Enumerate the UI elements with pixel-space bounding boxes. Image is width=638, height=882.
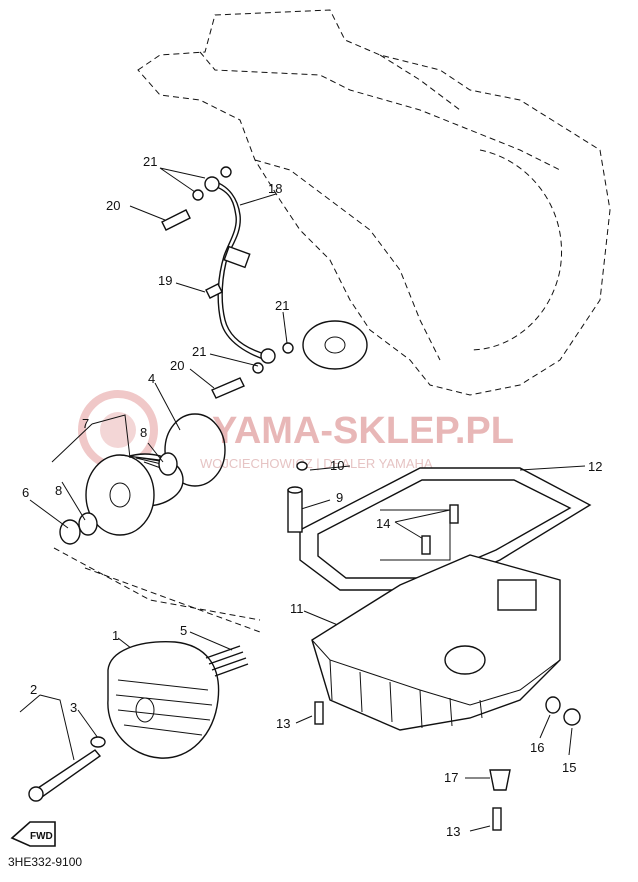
- callout-5: 5: [180, 623, 187, 638]
- fwd-arrow: FWD: [10, 821, 56, 847]
- dowel-pin-14b: [421, 535, 431, 555]
- watermark: YAMA-SKLEP.PL WOJCIECHOWICZ | DEALER YAM…: [78, 390, 514, 471]
- oil-filter-group: [59, 452, 184, 545]
- o-ring-4: [164, 413, 226, 487]
- copper-washer: [252, 362, 264, 374]
- callout-20: 20: [170, 358, 184, 373]
- fasteners-upper: [161, 166, 294, 399]
- watermark-text: YAMA-SKLEP.PL: [212, 410, 514, 452]
- oil-pan: [311, 554, 561, 731]
- watermark-subtext: WOJCIECHOWICZ | DEALER YAMAHA: [200, 456, 433, 471]
- filter-mount-area: [164, 320, 368, 487]
- leader-lines: [19, 167, 586, 832]
- copper-washer: [192, 189, 204, 201]
- filter-cover-group: [28, 641, 249, 802]
- oil-strainer-9: [287, 489, 303, 533]
- watermark-logo-core: [100, 412, 136, 448]
- diagram-code: 3HE332-9100: [8, 855, 82, 869]
- drain-plug-15: [563, 708, 581, 726]
- oil-delivery-pipe: [204, 176, 276, 364]
- washer-8-upper: [158, 452, 178, 476]
- spring-5: [205, 645, 249, 677]
- callout-13: 13: [446, 824, 460, 839]
- callout-7: 7: [82, 416, 89, 431]
- callout-17: 17: [444, 770, 458, 785]
- callout-18: 18: [268, 181, 282, 196]
- oil-pan-fasteners: [314, 696, 581, 831]
- washer-8-lower: [78, 512, 98, 536]
- callout-2: 2: [30, 682, 37, 697]
- callout-8: 8: [140, 425, 147, 440]
- pipe-bracket: [223, 245, 251, 269]
- fwd-label: FWD: [30, 831, 53, 842]
- callout-11: 11: [290, 601, 304, 616]
- bolt-19: [205, 283, 223, 299]
- copper-washer: [220, 166, 232, 178]
- callout-3: 3: [70, 700, 77, 715]
- small-parts: [287, 461, 459, 555]
- bolt-13-lower: [492, 807, 502, 831]
- callout-13: 13: [276, 716, 290, 731]
- callout-20: 20: [106, 198, 120, 213]
- oil-pan-boss: [444, 645, 486, 675]
- callout-10: 10: [330, 458, 344, 473]
- callout-14: 14: [376, 516, 390, 531]
- union-bolt-fitting-bottom: [260, 348, 276, 364]
- callout-1: 1: [112, 628, 119, 643]
- bolt-20-lower: [211, 377, 245, 399]
- callout-6: 6: [22, 485, 29, 500]
- callout-12: 12: [588, 459, 602, 474]
- callout-16: 16: [530, 740, 544, 755]
- copper-washer: [282, 342, 294, 354]
- o-ring-10: [296, 461, 308, 471]
- callout-21: 21: [143, 154, 157, 169]
- callout-15: 15: [562, 760, 576, 775]
- callout-21: 21: [275, 298, 289, 313]
- gasket-16: [545, 696, 561, 714]
- callout-21: 21: [192, 344, 206, 359]
- bolt-13-upper: [314, 701, 324, 725]
- callout-9: 9: [336, 490, 343, 505]
- washer-6: [59, 519, 81, 545]
- callout-labels: 21 20 18 19 21 21 20 4 7 8 8 6 10 9 12 1…: [22, 154, 602, 839]
- o-ring-3: [90, 736, 106, 748]
- callout-19: 19: [158, 273, 172, 288]
- bolt-20-upper: [161, 209, 191, 231]
- fwd-arrow-icon: [10, 821, 56, 847]
- engine-block-outline: [137, 9, 611, 396]
- center-bolt-2: [33, 749, 102, 798]
- oil-pan-gasket: [299, 467, 592, 591]
- callout-4: 4: [148, 371, 155, 386]
- dowel-pin-14a: [449, 504, 459, 524]
- bracket-17: [489, 769, 511, 791]
- callout-8: 8: [55, 483, 62, 498]
- filter-mount-flange: [302, 320, 368, 370]
- union-bolt-fitting-top: [204, 176, 220, 192]
